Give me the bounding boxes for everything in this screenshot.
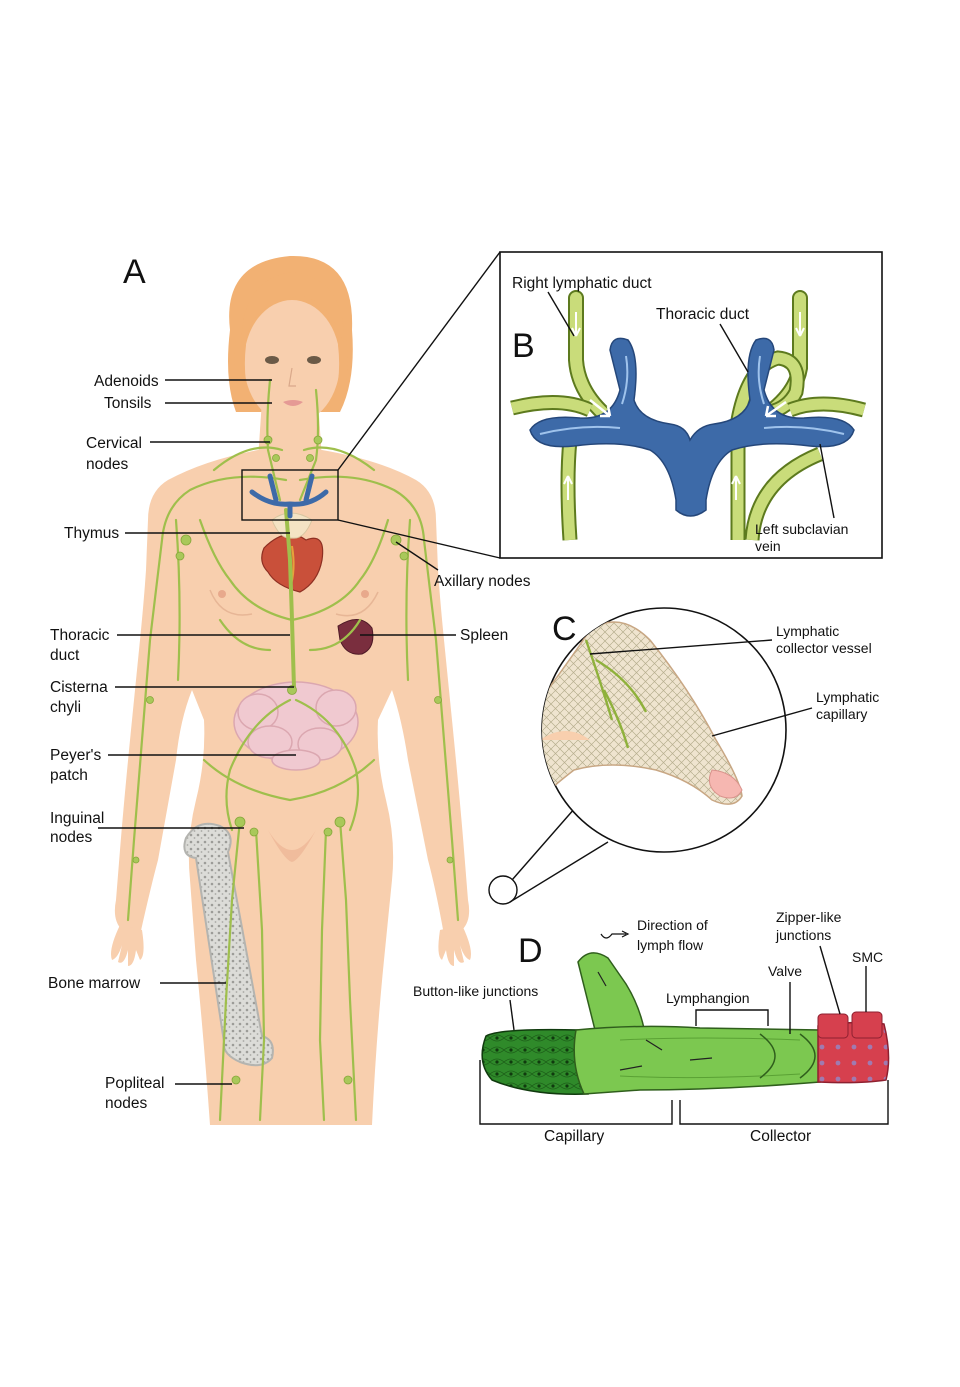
label-cervical-2: nodes [86,456,128,473]
label-thymus: Thymus [64,525,119,542]
lips [283,400,303,406]
label-tonsils: Tonsils [104,395,152,412]
label-thoracic-duct: Thoracic duct [656,306,750,323]
label-capillary-c-2: capillary [816,706,867,722]
label-popliteal-1: Popliteal [105,1075,164,1092]
left-hand [438,925,471,966]
label-valve: Valve [768,963,802,979]
spleen [337,619,374,655]
left-eye [307,356,321,364]
label-smc: SMC [852,949,883,965]
collector-vessels [584,639,648,749]
panel-label-b: B [512,327,535,365]
label-button-junctions: Button-like junctions [413,983,538,999]
panel-label-d: D [518,932,543,970]
label-thoracic-1: Thoracic [50,627,110,644]
label-capillary-d: Capillary [544,1128,605,1145]
finger-zoom-circle [488,875,518,905]
label-cisterna-1: Cisterna [50,679,108,696]
label-right-lymphatic-duct: Right lymphatic duct [512,275,652,292]
label-zipper-1: Zipper-like [776,909,842,925]
label-zipper-2: junctions [775,927,831,943]
label-inguinal-1: Inguinal [50,810,104,827]
panel-label-a: A [123,253,146,291]
label-spleen: Spleen [460,627,508,644]
panel-label-c: C [552,610,577,648]
vessel-branch [577,952,647,1051]
label-collector-d: Collector [750,1128,811,1145]
lymph-nodes [132,435,454,1085]
label-inguinal-2: nodes [50,829,92,846]
panel-c: C Lymphatic collector vessel Lymphatic c… [488,607,879,905]
body-illustration [111,255,471,1125]
label-cervical-1: Cervical [86,435,142,452]
panel-b: B Right lymphatic duct Thoracic duct Lef… [499,251,883,559]
capillary-segment [481,1028,589,1095]
label-thoracic-2: duct [50,647,80,664]
label-direction-1: Direction of [637,917,708,933]
label-lymphangion: Lymphangion [666,990,750,1006]
label-peyers-1: Peyer's [50,747,101,764]
label-direction-2: lymph flow [637,937,704,953]
zoom-box-b [241,469,339,521]
label-peyers-2: patch [50,767,88,784]
subclavian-veins-small [249,473,329,519]
label-left-subclavian-1: Left subclavian [755,521,848,537]
label-bone-marrow: Bone marrow [48,975,141,992]
label-axillary: Axillary nodes [434,573,531,590]
label-popliteal-2: nodes [105,1095,147,1112]
fingernail [708,769,743,799]
right-eye [265,356,279,364]
label-collector-2: collector vessel [776,640,872,656]
panel-a-labels: Adenoids Tonsils Cervical nodes Thymus T… [48,373,531,1112]
intestines [233,681,359,771]
panel-d: D Direction of lymph flow Zipper-like ju… [413,909,890,1145]
label-capillary-c-1: Lymphatic [816,689,879,705]
label-adenoids: Adenoids [94,373,159,390]
label-collector-1: Lymphatic [776,623,839,639]
torso [114,450,470,1125]
label-left-subclavian-2: vein [755,538,781,554]
heart [261,533,324,593]
label-cisterna-2: chyli [50,699,81,716]
valve-leaflets [759,1033,816,1079]
flow-arrow-icon [600,933,626,939]
right-hand [111,925,144,966]
collector-segment [573,1025,821,1095]
